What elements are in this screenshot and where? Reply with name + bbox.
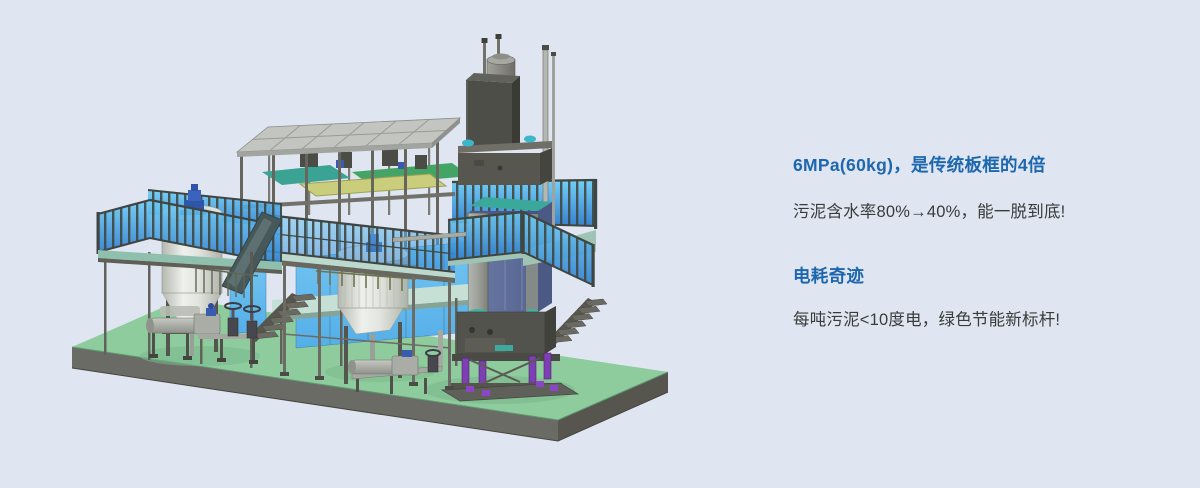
mid-walkway bbox=[257, 212, 456, 283]
walkway-support-posts bbox=[280, 231, 467, 390]
landing-railing bbox=[195, 267, 259, 299]
right-staircase bbox=[545, 298, 608, 347]
filter-press-tower bbox=[458, 34, 556, 317]
transfer-pumps bbox=[348, 330, 443, 394]
press-balcony-railing bbox=[447, 210, 596, 287]
power-spec-desc: 每吨污泥<10度电，绿色节能新标杆! bbox=[793, 311, 1061, 329]
power-spec-title: 电耗奇迹 bbox=[793, 266, 865, 286]
pressure-spec-title: 6MPa(60kg)，是传统板框的4倍 bbox=[793, 155, 1046, 175]
feed-pumps bbox=[146, 302, 261, 364]
dosing-platform bbox=[96, 184, 283, 368]
machine-illustration bbox=[71, 34, 669, 442]
press-base-frame bbox=[440, 306, 580, 402]
spec-text-block: 6MPa(60kg)，是传统板框的4倍 污泥含水率80%→40%，能一脱到底! … bbox=[793, 152, 1153, 330]
processing-structure bbox=[235, 117, 470, 254]
pressure-spec-desc: 污泥含水率80%→40%，能一脱到底! bbox=[793, 203, 1066, 221]
sludge-plant-3d-svg bbox=[71, 34, 669, 442]
